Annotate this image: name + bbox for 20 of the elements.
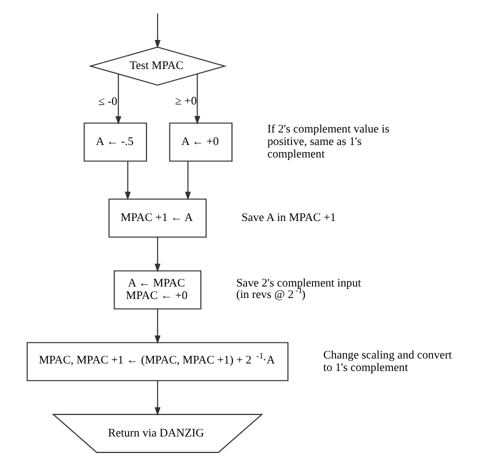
arrow: [115, 74, 122, 125]
arrow: [154, 237, 161, 272]
arrow: [194, 74, 200, 124]
node-label: Save 2's complement input (in revs @ 2$^{-1}$): [236, 276, 362, 302]
node-diamond: Test MPAC: [88, 46, 227, 86]
arrow: [124, 161, 131, 200]
arrow: [154, 309, 161, 344]
node-box: MPAC +1 ← A: [108, 198, 207, 238]
edge-label: ≥ +0: [175, 94, 197, 108]
arrow: [184, 161, 191, 200]
node-box: A ← MPAC MPAC ← +0: [114, 270, 202, 310]
arrow: [154, 14, 161, 48]
node-box: A ← +0: [169, 122, 233, 162]
node-box: A ← -.5: [84, 122, 148, 162]
node-label: If 2's complement value is positive, same as 1's complement: [267, 122, 390, 161]
node-label: Save A in MPAC +1: [241, 211, 336, 224]
edge-label: ≤ -0: [98, 94, 118, 108]
arrow: [154, 380, 161, 416]
node-box: MPAC, MPAC +1 ← (MPAC, MPAC +1) + 2$^{-1}$·A: [26, 342, 288, 382]
node-label: Change scaling and convert to 1's complement: [323, 348, 452, 374]
